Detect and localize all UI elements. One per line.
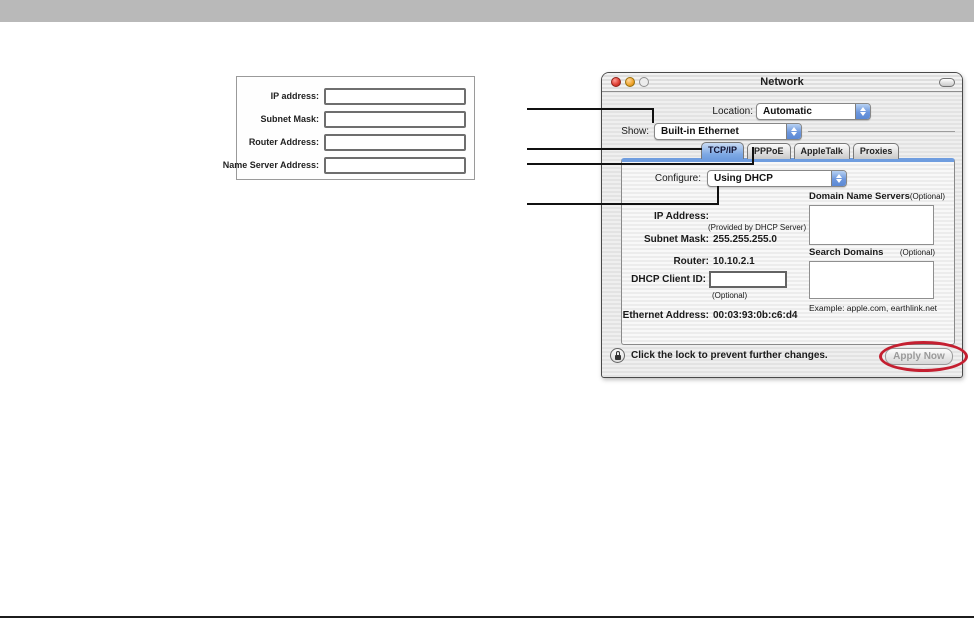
ip-address-label: IP address: [270, 91, 319, 101]
location-label: Location: [712, 106, 753, 117]
configure-dropdown-value: Using DHCP [714, 173, 773, 184]
callout-line-configure-menu [527, 203, 719, 205]
dns-label: Domain Name Servers [809, 191, 910, 202]
callout-line-show-menu-drop [652, 108, 654, 123]
subnet-mask-value: 255.255.255.0 [713, 234, 777, 245]
toolbar-pill-icon[interactable] [939, 78, 955, 87]
page-header-bar [0, 0, 974, 22]
stepper-arrows-icon [786, 124, 801, 139]
callout-line-show-menu [527, 108, 654, 110]
dhcp-client-id-note: (Optional) [712, 291, 748, 300]
network-preferences-window: Network Location: Automatic Show: Built-… [601, 72, 968, 378]
stepper-arrows-icon [831, 171, 846, 186]
lock-icon[interactable] [610, 348, 625, 363]
callout-line-configure-menu-drop [717, 186, 719, 205]
ethernet-address-label: Ethernet Address: [622, 310, 709, 321]
close-button-icon[interactable] [611, 77, 621, 87]
ip-settings-form-panel: IP address: Subnet Mask: Router Address:… [223, 76, 475, 180]
form-row-name-server: Name Server Address: [223, 157, 474, 174]
location-dropdown[interactable]: Automatic [756, 103, 871, 120]
tab-appletalk[interactable]: AppleTalk [793, 143, 850, 159]
ip-address-note: (Provided by DHCP Server) [708, 223, 807, 232]
show-label: Show: [621, 126, 649, 137]
lock-message: Click the lock to prevent further change… [631, 350, 828, 361]
form-row-subnet-mask: Subnet Mask: [237, 111, 474, 128]
search-domains-example: Example: apple.com, earthlink.net [809, 303, 938, 313]
settings-tab-bar: TCP/IP PPPoE AppleTalk Proxies [701, 142, 900, 159]
zoom-button-icon[interactable] [639, 77, 649, 87]
search-domains-label: Search Domains [809, 247, 884, 258]
search-domains-label-row: Search Domains (Optional) [809, 247, 935, 259]
window-title-bar: Network [602, 73, 962, 92]
window-title: Network [760, 76, 804, 88]
search-domains-textarea[interactable] [809, 261, 934, 299]
tab-proxies[interactable]: Proxies [852, 143, 900, 159]
ethernet-address-value: 00:03:93:0b:c6:d4 [713, 310, 798, 321]
dhcp-client-id-label: DHCP Client ID: [631, 274, 706, 285]
router-address-input[interactable] [324, 134, 466, 151]
search-domains-optional-note: (Optional) [899, 248, 935, 257]
name-server-address-label: Name Server Address: [222, 160, 319, 170]
router-address-label: Router Address: [248, 137, 319, 147]
form-row-ip-address: IP address: [237, 88, 474, 105]
callout-line-tcpip-tab [527, 148, 702, 150]
dhcp-client-id-input[interactable] [709, 271, 787, 288]
configure-label: Configure: [654, 173, 701, 184]
show-dropdown[interactable]: Built-in Ethernet [654, 123, 802, 140]
name-server-address-input[interactable] [324, 157, 466, 174]
stepper-arrows-icon [855, 104, 870, 119]
router-value: 10.10.2.1 [713, 256, 755, 267]
tab-pppoe[interactable]: PPPoE [747, 143, 791, 159]
show-row-divider [808, 131, 955, 132]
ip-address-input[interactable] [324, 88, 466, 105]
subnet-mask-label: Subnet Mask: [260, 114, 319, 124]
subnet-mask-row-label: Subnet Mask: [643, 234, 709, 245]
tab-tcpip[interactable]: TCP/IP [701, 142, 745, 159]
configure-dropdown[interactable]: Using DHCP [707, 170, 847, 187]
tcpip-tab-pane [621, 158, 955, 345]
subnet-mask-input[interactable] [324, 111, 466, 128]
dns-label-row: Domain Name Servers (Optional) [809, 191, 945, 203]
callout-line-pppoe-tab-drop [752, 147, 754, 165]
apply-now-button[interactable]: Apply Now [885, 348, 953, 365]
dns-servers-textarea[interactable] [809, 205, 934, 245]
minimize-button-icon[interactable] [625, 77, 635, 87]
form-row-router-address: Router Address: [237, 134, 474, 151]
page-footer-rule [0, 616, 974, 618]
show-dropdown-value: Built-in Ethernet [661, 126, 739, 137]
callout-line-pppoe-tab [527, 163, 754, 165]
router-row-label: Router: [673, 256, 709, 267]
dns-optional-note: (Optional) [909, 192, 945, 201]
location-dropdown-value: Automatic [763, 106, 812, 117]
ip-address-row-label: IP Address: [653, 211, 709, 222]
